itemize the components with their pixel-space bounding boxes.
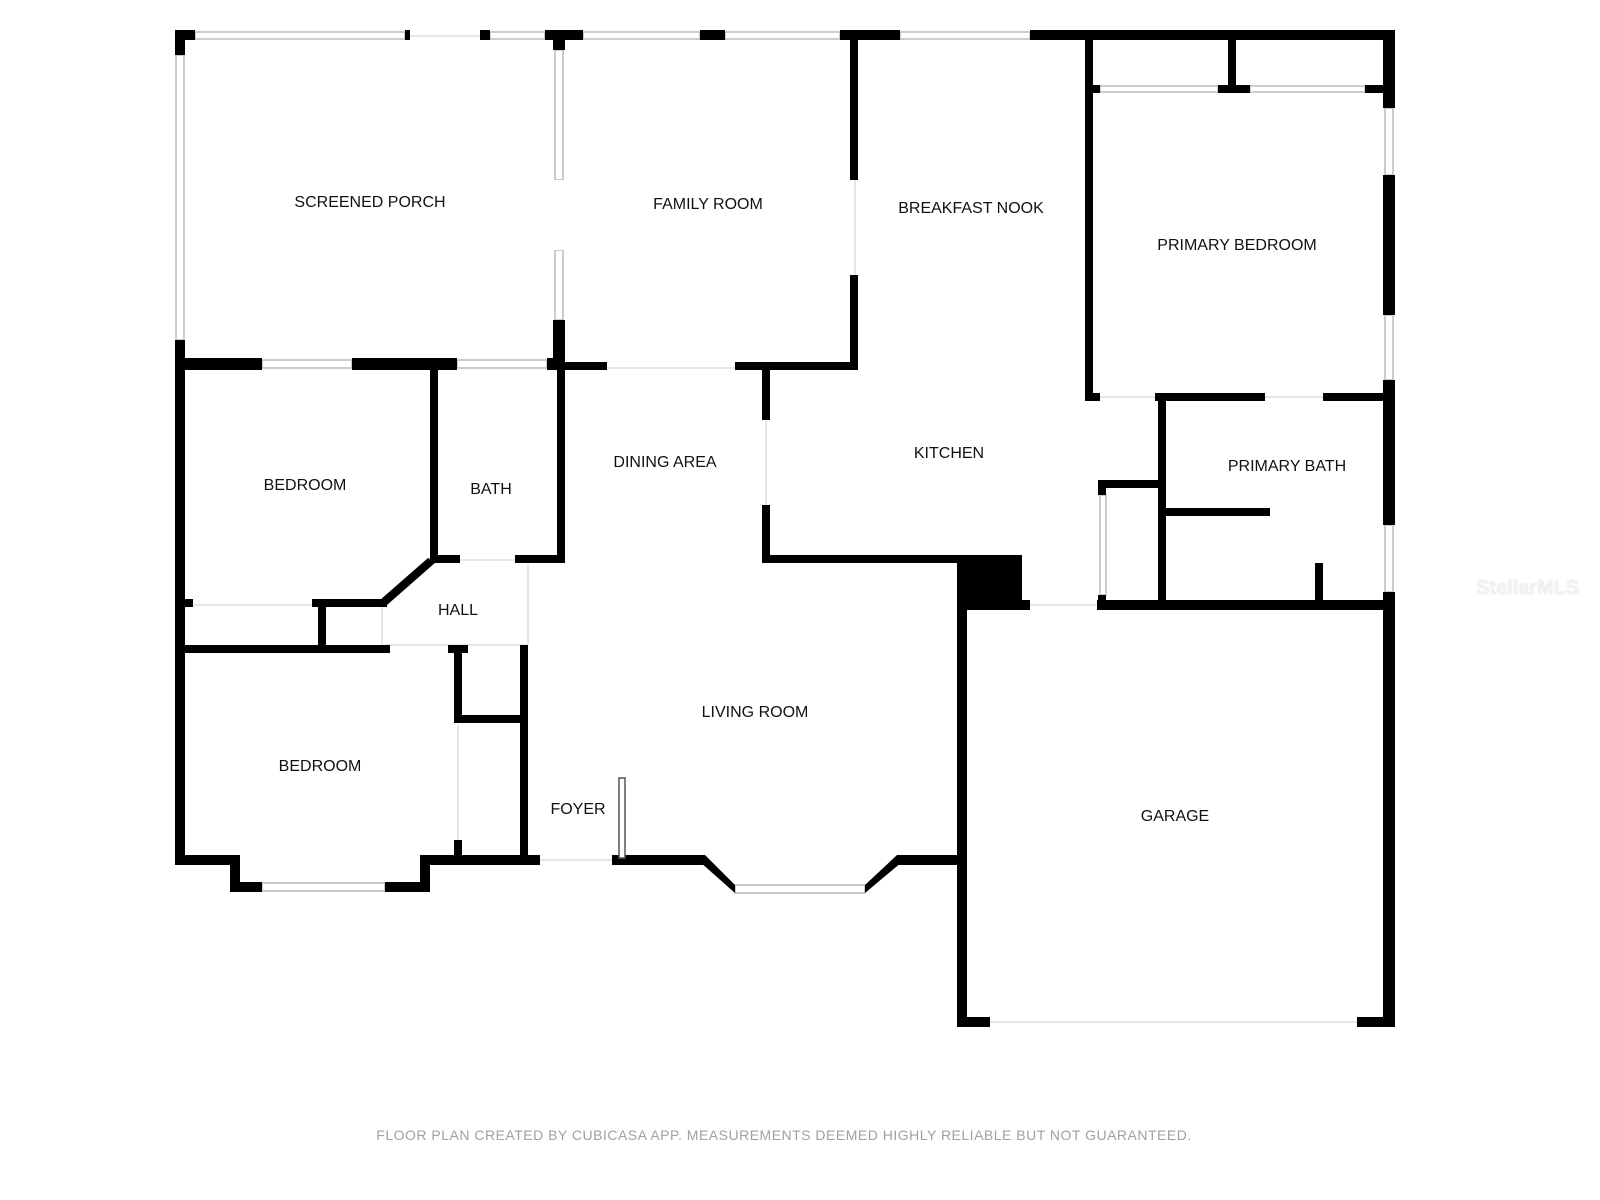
room-label-primary-bedroom: PRIMARY BEDROOM [1157, 237, 1317, 254]
room-label-bath: BATH [470, 481, 512, 498]
room-label-foyer: FOYER [550, 801, 606, 818]
room-label-garage: GARAGE [1140, 808, 1210, 825]
footer-disclaimer: FLOOR PLAN CREATED BY CUBICASA APP. MEAS… [376, 1127, 1192, 1143]
walls [175, 30, 1395, 1027]
room-label-primary-bath: PRIMARY BATH [1227, 458, 1347, 475]
watermark: StellarMLS [1476, 577, 1580, 599]
room-label-kitchen: KITCHEN [913, 445, 985, 462]
room-label-bedroom-1: BEDROOM [263, 477, 347, 494]
room-label-living-room: LIVING ROOM [701, 704, 809, 721]
windows [175, 31, 1394, 894]
room-label-breakfast-nook: BREAKFAST NOOK [898, 200, 1044, 217]
door-openings [185, 35, 1357, 1023]
room-label-hall: HALL [437, 602, 479, 619]
room-label-screened-porch: SCREENED PORCH [294, 194, 446, 211]
room-label-bedroom-2: BEDROOM [278, 758, 362, 775]
room-label-family-room: FAMILY ROOM [653, 196, 763, 213]
room-label-dining-area: DINING AREA [613, 454, 717, 471]
foyer-door-panel [618, 777, 626, 859]
